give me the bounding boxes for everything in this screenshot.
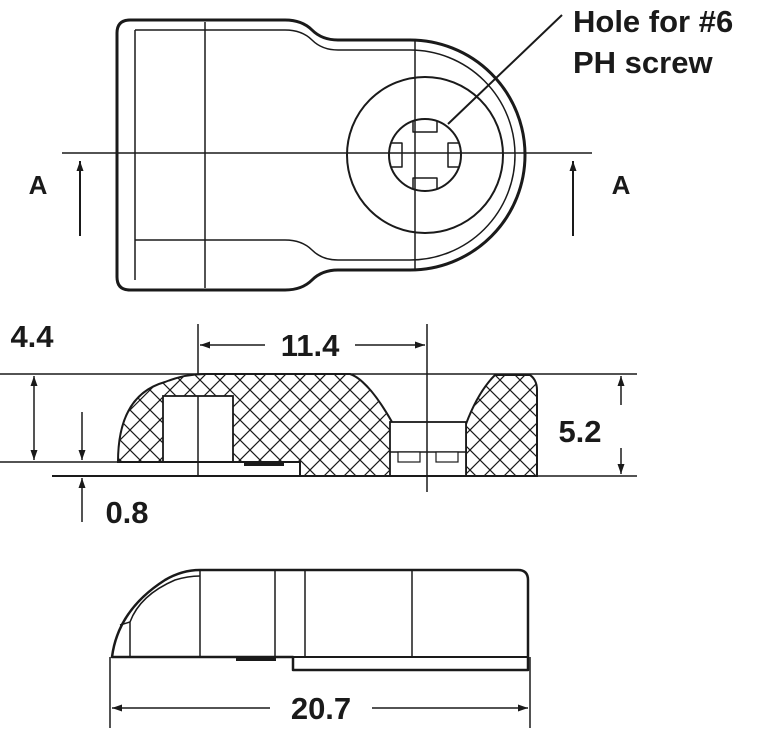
- screw-hole: [388, 118, 462, 192]
- section-hatch-main: [116, 373, 393, 477]
- dim-label-20-7: 20.7: [291, 691, 351, 726]
- side-view-front-edge: [119, 621, 131, 626]
- section-hole-nub-left: [397, 451, 421, 463]
- boss-circle: [346, 76, 504, 234]
- screw-hole-notches: [391, 121, 459, 189]
- section-hatch-right: [465, 374, 538, 477]
- top-view-step-line: [135, 29, 516, 261]
- top-view: [115, 18, 527, 292]
- section-hole-cavity: [389, 421, 467, 477]
- section-base-tab: [244, 462, 284, 466]
- dim-label-5-2: 5.2: [558, 414, 601, 449]
- section-label-right: A: [612, 170, 631, 200]
- side-view: [110, 568, 530, 672]
- side-view-base-tab: [236, 657, 276, 661]
- hole-callout-line1: Hole for #6: [573, 4, 733, 39]
- dim-label-11-4: 11.4: [281, 328, 340, 363]
- top-view-outline: [115, 18, 527, 292]
- dim-label-4-4: 4.4: [10, 319, 54, 354]
- hole-callout-leader: [447, 14, 563, 125]
- section-view: [52, 373, 538, 477]
- section-label-left: A: [29, 170, 48, 200]
- overall-length-dimension: [109, 657, 531, 728]
- section-line-a-a: [62, 152, 592, 236]
- dim-label-0-8: 0.8: [105, 495, 148, 530]
- section-hole-nub-right: [435, 451, 459, 463]
- side-view-outline: [110, 568, 530, 672]
- hole-callout-line2: PH screw: [573, 45, 713, 80]
- section-dimension-lines: [0, 324, 637, 522]
- side-view-inner-curve: [129, 575, 201, 657]
